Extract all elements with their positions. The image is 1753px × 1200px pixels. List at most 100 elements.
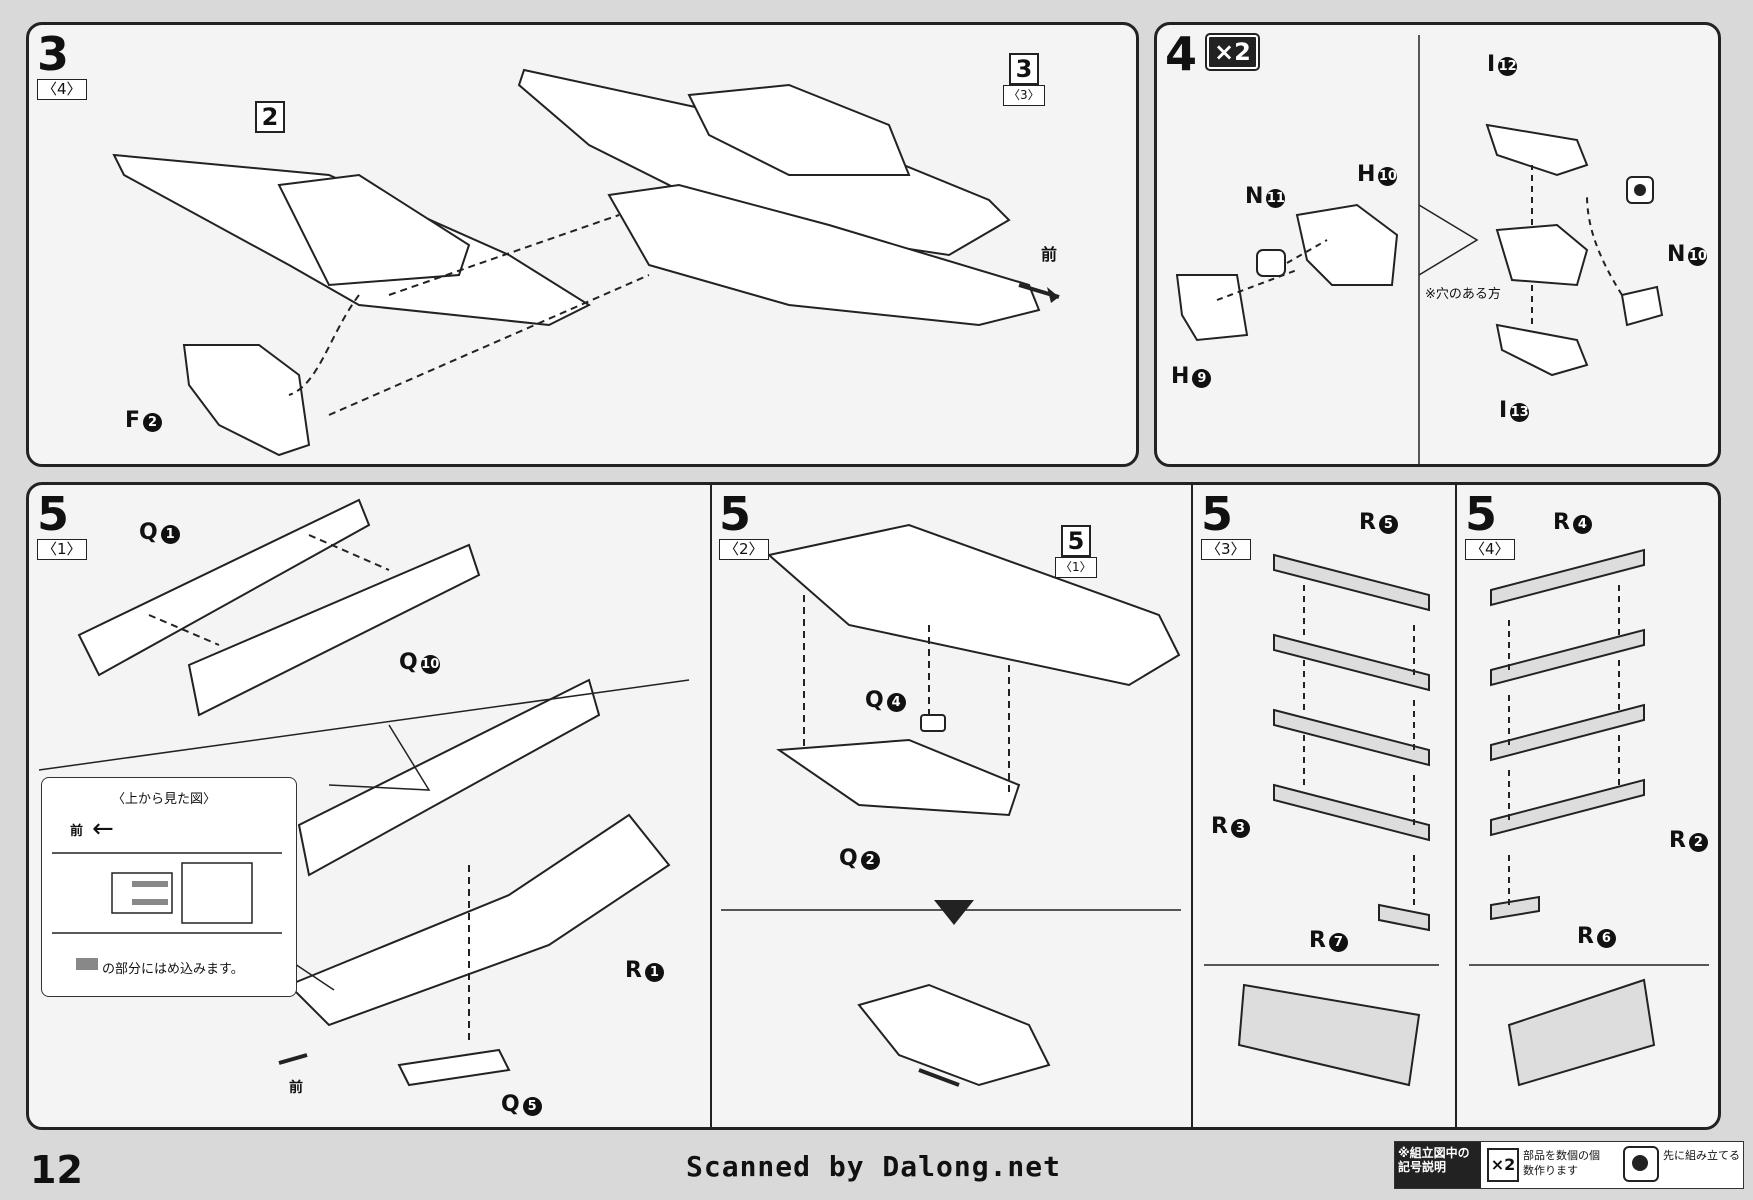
part-letter: R (1669, 828, 1686, 853)
inset-front-label: 前 (70, 824, 84, 839)
part-number: 11 (1266, 189, 1286, 208)
part-number: 3 (1230, 819, 1250, 838)
legend-x2-text: 部品を数個の個数作ります (1523, 1149, 1600, 1177)
part-letter: R (1577, 924, 1594, 949)
ref-sub-step: 〈1〉 (1055, 557, 1097, 578)
part-letter: Q (865, 688, 884, 713)
inset-title: 〈上から見た図〉 (112, 792, 217, 807)
part-letter: I (1499, 398, 1508, 423)
step-number: 3 (37, 27, 70, 81)
front-marker: 前 (1041, 245, 1058, 264)
part-number: 1 (644, 963, 664, 982)
part-number: 5 (1378, 515, 1398, 534)
part-letter: Q (839, 846, 858, 871)
part-letter: R (625, 958, 642, 983)
part-letter: I (1487, 52, 1496, 77)
part-number: 9 (1192, 369, 1212, 388)
step-4-diagram (1175, 35, 1664, 464)
part-letter: Q (501, 1092, 520, 1117)
inset-diagram (52, 852, 282, 970)
step-5-diagram (38, 498, 1709, 1087)
symbol-legend: ※組立図中の記号説明 ×2 部品を数個の個数作ります 先に組み立てる (1394, 1141, 1744, 1189)
sub-step: 〈4〉 (37, 79, 87, 100)
part-letter: N (1245, 184, 1264, 209)
part-letter: F (125, 408, 141, 433)
top-view-inset: 〈上から見た図〉 前 ← の部分にはめ込みます。 (41, 777, 297, 997)
step-3-diagram (112, 68, 1060, 457)
divider (1455, 485, 1457, 1127)
inset-note: の部分にはめ込みます。 (102, 962, 244, 977)
legend-title: ※組立図中の記号説明 (1395, 1142, 1481, 1188)
page-number: 12 (30, 1148, 83, 1192)
legend-circle-icon (1623, 1146, 1659, 1182)
sub-step: 〈4〉 (1465, 539, 1515, 560)
scanner-credit: Scanned by Dalong.net (686, 1150, 1062, 1183)
step-number: 5 (719, 487, 752, 541)
part-letter: Q (399, 650, 418, 675)
multiplier-badge: ×2 (1205, 33, 1260, 71)
part-letter: R (1309, 928, 1326, 953)
legend-circle-text: 先に組み立てる (1663, 1149, 1740, 1162)
step-number: 5 (37, 487, 70, 541)
sub-step: 〈2〉 (719, 539, 769, 560)
part-number: 1 (160, 525, 180, 544)
part-number: 4 (1572, 515, 1592, 534)
step-number: 4 (1165, 27, 1198, 81)
divider (1191, 485, 1193, 1127)
part-number: 2 (1688, 833, 1708, 852)
part-number: 2 (143, 413, 163, 432)
part-letter: R (1211, 814, 1228, 839)
part-number: 2 (860, 851, 880, 870)
part-number: 10 (1378, 167, 1398, 186)
ref-sub-step: 〈3〉 (1003, 85, 1045, 106)
part-number: 7 (1328, 933, 1348, 952)
ref-step-box: 5 (1061, 525, 1091, 557)
sub-step: 〈1〉 (37, 539, 87, 560)
hole-note: ※穴のある方 (1425, 287, 1501, 302)
step-number: 5 (1465, 487, 1498, 541)
part-letter: R (1553, 510, 1570, 535)
part-letter: Q (139, 520, 158, 545)
part-number: 4 (886, 693, 906, 712)
ref-step-box: 3 (1009, 53, 1039, 85)
part-letter: N (1667, 242, 1686, 267)
step-number: 5 (1201, 487, 1234, 541)
part-number: 10 (1688, 247, 1708, 266)
part-box-2: 2 (255, 101, 285, 133)
part-number: 10 (420, 655, 440, 674)
sub-step: 〈3〉 (1201, 539, 1251, 560)
arrow-left-icon: ← (92, 814, 114, 844)
part-letter: H (1357, 162, 1376, 187)
part-number: 6 (1596, 929, 1616, 948)
legend-x2-icon: ×2 (1487, 1148, 1519, 1182)
divider (710, 485, 712, 1127)
part-letter: R (1359, 510, 1376, 535)
front-marker: 前 (289, 1080, 303, 1096)
part-number: 12 (1498, 57, 1518, 76)
part-number: 13 (1510, 403, 1530, 422)
part-letter: H (1171, 364, 1190, 389)
part-number: 5 (522, 1097, 542, 1116)
